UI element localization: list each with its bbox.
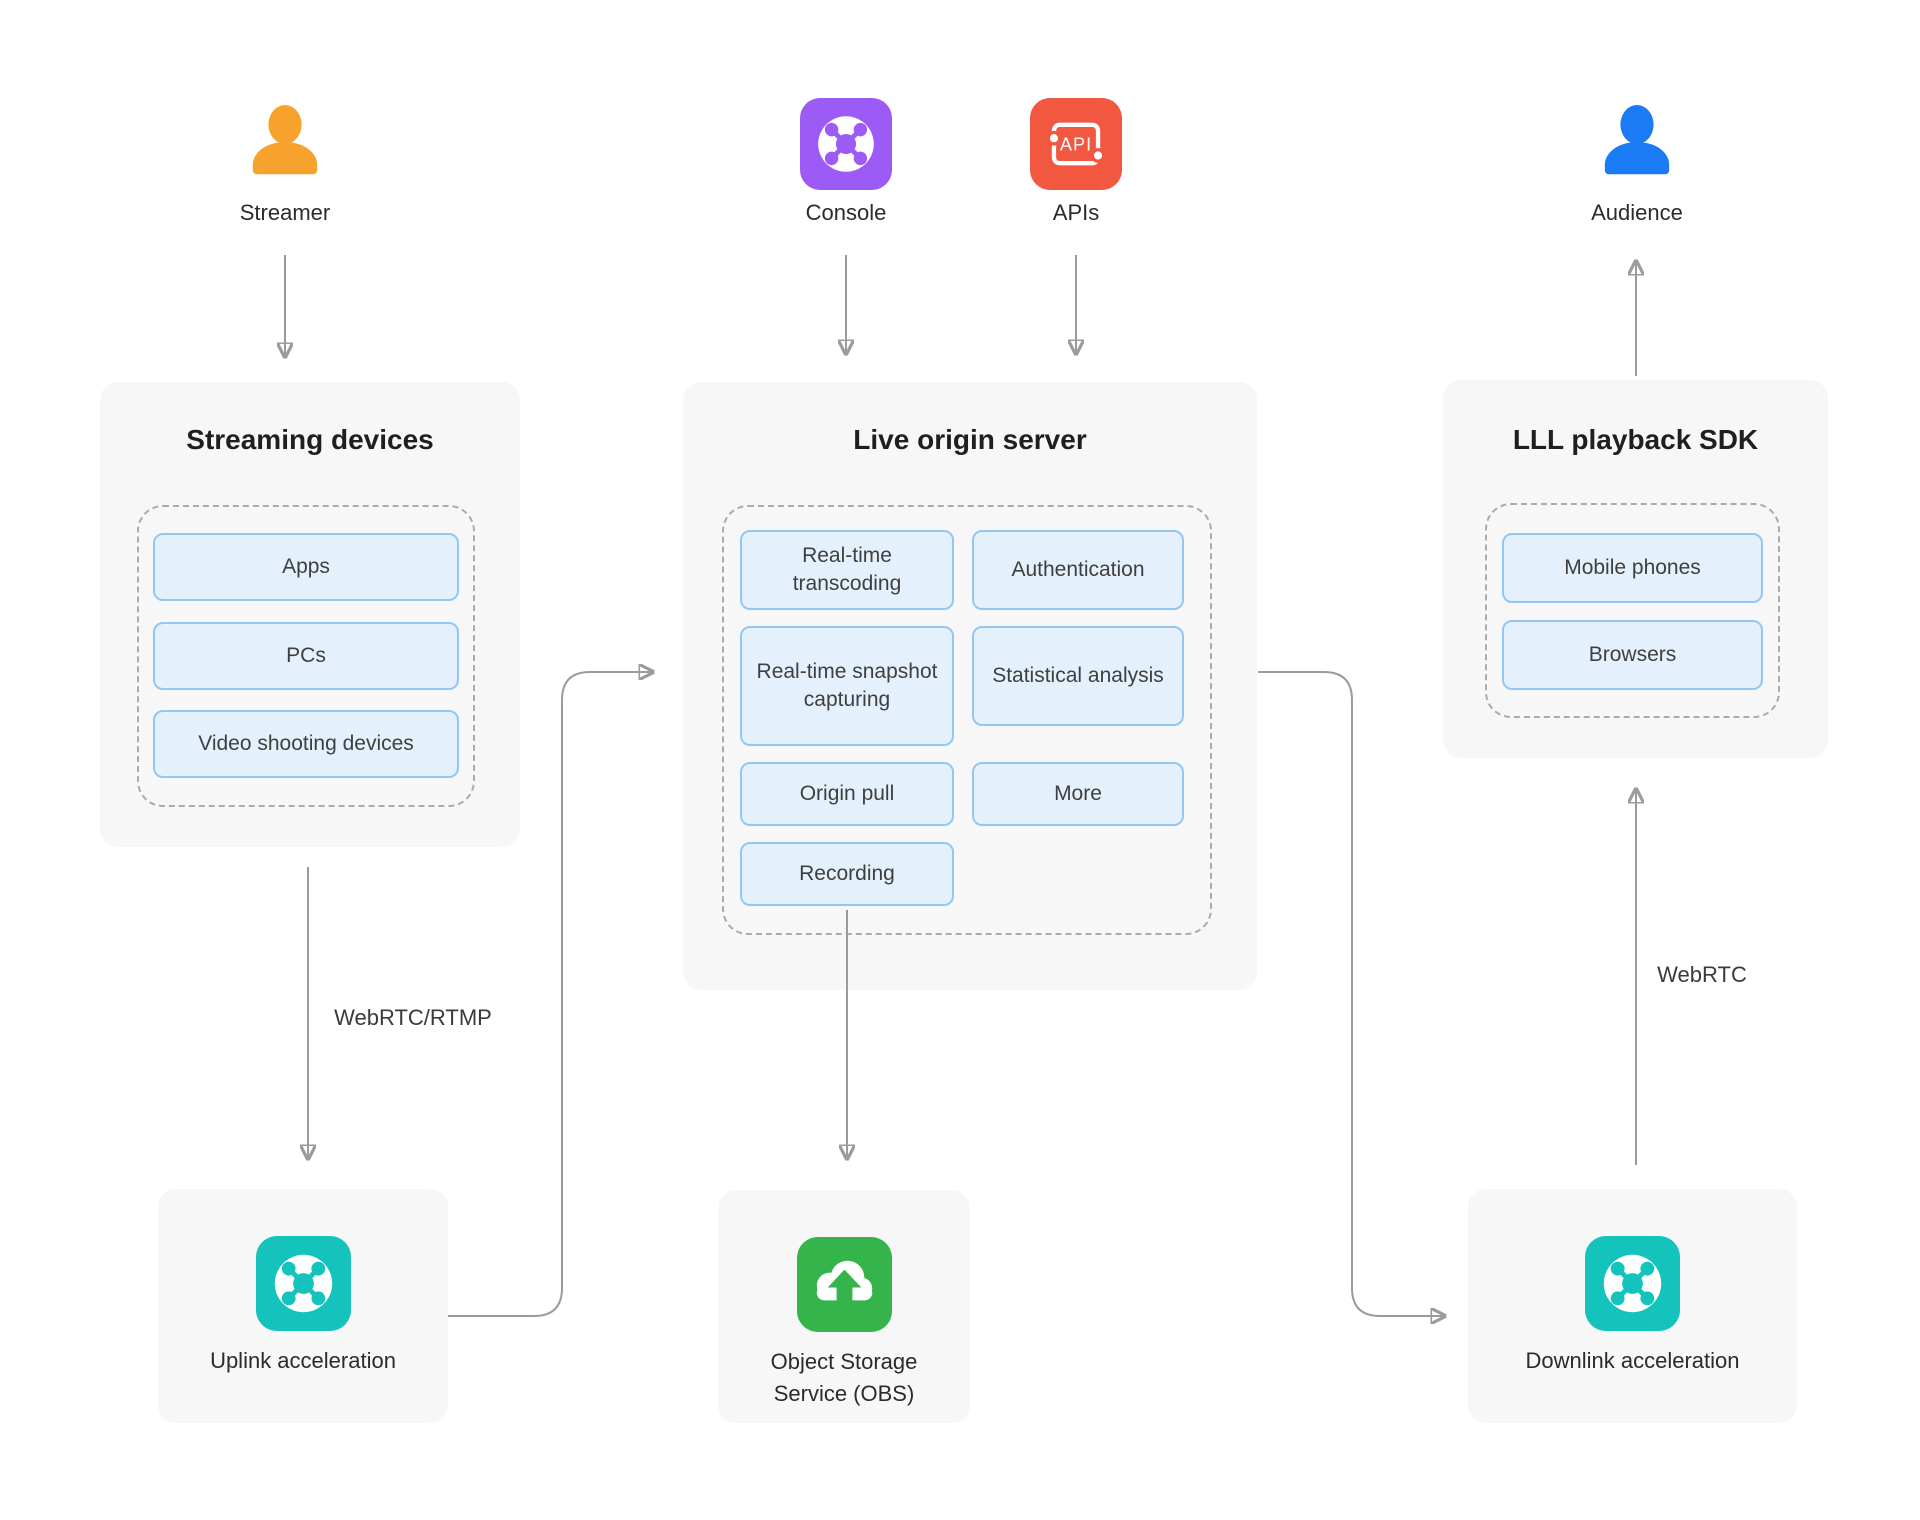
actor-label: APIs (1052, 200, 1100, 225)
network-app-icon (255, 1236, 351, 1331)
person-icon (1604, 105, 1670, 175)
dashed-group (1485, 503, 1780, 718)
api-app-icon: API (1030, 98, 1122, 190)
api-icon-text: API (1060, 135, 1092, 155)
network-app-icon (1585, 1236, 1680, 1331)
chip-statistical-analysis: Statistical analysis (972, 626, 1184, 726)
panel-title: Live origin server (853, 424, 1087, 455)
person-icon (252, 105, 318, 175)
chip-mobile-phones: Mobile phones (1502, 533, 1763, 603)
service-label: Downlink acceleration (1525, 1348, 1740, 1373)
chip-recording: Recording (740, 842, 954, 906)
dashed-group (137, 505, 475, 807)
chip-more: More (972, 762, 1184, 826)
dashed-group (722, 505, 1212, 935)
service-label: Uplink acceleration (210, 1348, 396, 1373)
actor-audience: Audience (1557, 100, 1717, 226)
chip-real-time-snapshot-capturing: Real-time snapshot capturing (740, 626, 954, 746)
actor-console: Console (766, 98, 926, 226)
network-app-icon (800, 98, 892, 190)
actor-label: Streamer (239, 200, 331, 225)
panel-live-origin-server: Live origin server Real-time transcoding… (683, 382, 1257, 990)
chip-pcs: PCs (153, 622, 459, 690)
actor-label: Console (805, 200, 887, 225)
edge-label-webrtc: WebRTC (1657, 962, 1747, 987)
service-downlink-acceleration: Downlink acceleration (1468, 1189, 1797, 1423)
service-label: Object Storage Service (OBS) (770, 1349, 918, 1406)
chip-origin-pull: Origin pull (740, 762, 954, 826)
panel-title: LLL playback SDK (1512, 424, 1759, 455)
panel-lll-playback-sdk: LLL playback SDK Mobile phones Browsers (1443, 380, 1828, 758)
chip-browsers: Browsers (1502, 620, 1763, 690)
service-object-storage: Object Storage Service (OBS) (718, 1190, 970, 1423)
panel-streaming-devices: Streaming devices Apps PCs Video shootin… (100, 382, 520, 847)
cloud-upload-icon (796, 1237, 892, 1332)
chip-authentication: Authentication (972, 530, 1184, 610)
chip-apps: Apps (153, 533, 459, 601)
chip-real-time-transcoding: Real-time transcoding (740, 530, 954, 610)
actor-apis: API APIs (996, 98, 1156, 226)
actor-streamer: Streamer (205, 100, 365, 226)
service-uplink-acceleration: Uplink acceleration (158, 1189, 448, 1423)
chip-video-shooting-devices: Video shooting devices (153, 710, 459, 778)
edge-label-webrtc-rtmp: WebRTC/RTMP (334, 1005, 492, 1030)
actor-label: Audience (1591, 200, 1683, 225)
panel-title: Streaming devices (186, 424, 434, 455)
edge-live-origin-to-downlink (1258, 671, 1444, 1316)
